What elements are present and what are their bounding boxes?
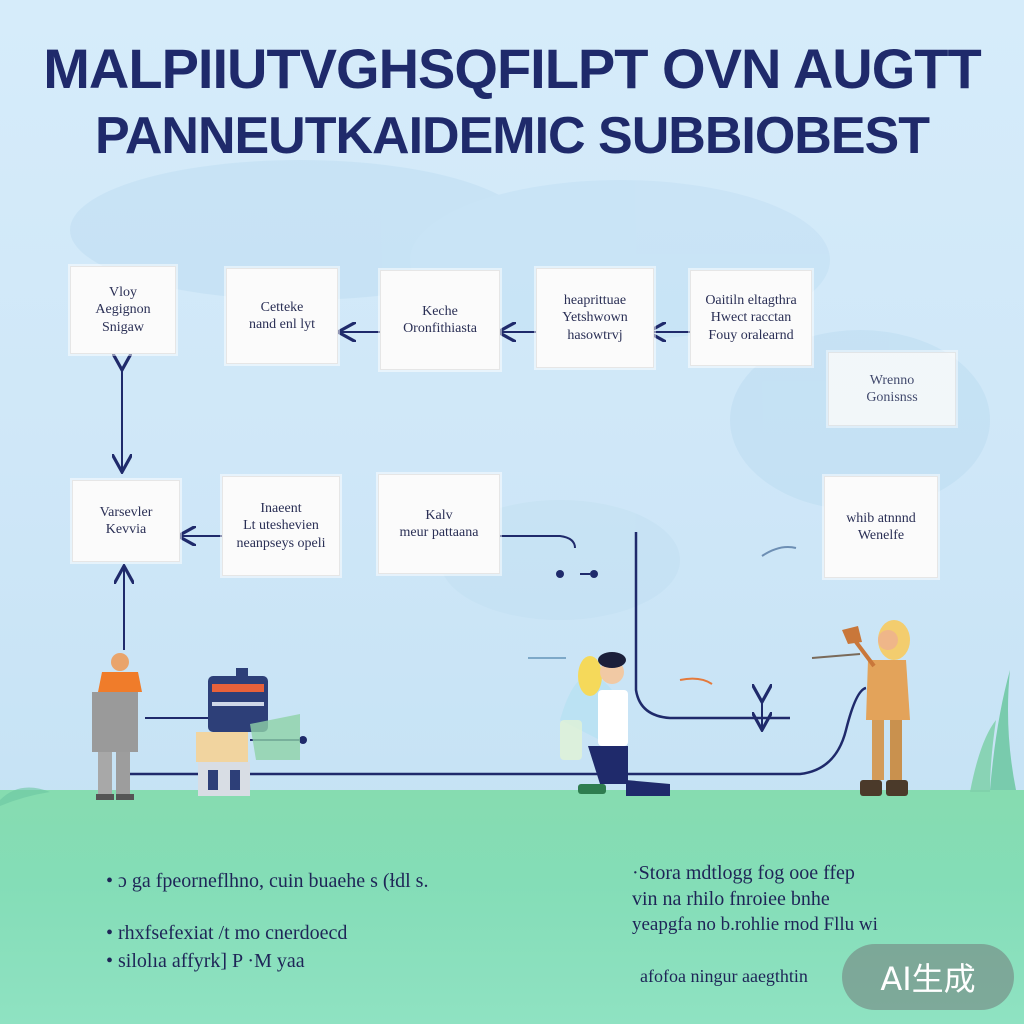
node-text: Kevvia [105, 522, 147, 537]
node-text: Yetshwown [562, 310, 628, 326]
ai-generated-badge: AI生成 [842, 944, 1014, 1010]
node-text: Wenelfe [857, 528, 905, 543]
node-mid-2: Inaeent Lt uteshevien neanpseys opeli [222, 476, 340, 576]
faint-curve [761, 546, 797, 557]
node-text: whib atnnnd [846, 510, 916, 526]
node-text: Keche [422, 303, 458, 319]
node-text: hasowtrvj [567, 327, 623, 343]
node-top-1: Vloy Aegignon Snigaw [70, 266, 176, 354]
node-text: nand enl lyt [248, 317, 316, 332]
bullet-right-1: ·Stora mdtlogg fog ooe ffep [632, 862, 855, 884]
node-top-3: Keche Oronfithiasta [380, 270, 500, 370]
machine-equipment [196, 668, 300, 796]
bullet-left-3: • silolıa affyrk] P ·M yaa [106, 950, 305, 972]
ground-connector-line [130, 686, 867, 776]
node-mid-4: whib atnnnd Wenelfe [824, 476, 938, 578]
node-text: Oaitiln eltagthra [705, 292, 797, 308]
node-text: Gonisnss [866, 390, 918, 405]
junction-dot [299, 736, 307, 744]
node-text: heaprittuae [563, 292, 627, 308]
dot-a [556, 570, 564, 578]
bullet-right-4: afofoa ningur aaegthtin [640, 966, 808, 986]
diagram-title-line-2: PANNEUTKAIDEMIC SUBBIOBEST [95, 107, 930, 165]
bullet-right-2: vin na rhilo fnroiee bnhe [632, 888, 830, 910]
node-top-5: Oaitiln eltagthra Hwect racctan Fouy ora… [690, 270, 812, 366]
bullet-left-1: • ɔ ga fpeorneflhno, cuin buaehe s (ɫdl … [106, 870, 429, 892]
worker-centre-figure [560, 652, 670, 796]
node-text: Fouy oralearnd [708, 327, 794, 343]
node-text: Inaeent [260, 500, 302, 516]
plant-right [970, 670, 1016, 792]
node-text: neanpseys opeli [236, 535, 326, 551]
node-text: Aegignon [95, 302, 151, 318]
node-text: Wrenno [869, 372, 915, 388]
node-text: Vloy [109, 284, 137, 300]
node-mid-1: Varsevler Kevvia [72, 480, 180, 562]
node-text: Varsevler [99, 504, 153, 520]
dot-b [590, 570, 598, 578]
node-text: Lt uteshevien [243, 518, 319, 534]
faint-arrow-2 [811, 653, 861, 659]
bullet-left-2: • rhxfsefexiat /t mo cnerdoecd [106, 922, 348, 944]
node-text: meur pattaana [399, 525, 479, 540]
node-text: Oronfithiasta [403, 321, 477, 336]
bullet-right-3: yeapgfa no b.rohlie rnod Fllu wi [632, 914, 878, 935]
worker-right-figure [842, 620, 910, 796]
node-text: Snigaw [102, 319, 144, 335]
centre-conduit-loop [679, 677, 713, 685]
node-text: Kalv [425, 507, 453, 523]
plant-left [0, 787, 50, 806]
centre-conduit [634, 532, 790, 720]
node-text: Hwect racctan [710, 310, 792, 326]
node-side-right: Wrenno Gonisnss [828, 352, 956, 426]
node-top-4: heaprittuae Yetshwown hasowtrvj [536, 268, 654, 368]
worker-left-figure [92, 653, 142, 800]
connector-mid3-out [500, 535, 576, 549]
diagram-title-line-1: MALPIIUTVGHSQFILPT OVN AUGTT [43, 37, 981, 100]
node-text: Cetteke [260, 299, 304, 315]
node-top-2: Cetteke nand enl lyt [226, 268, 338, 364]
node-mid-3: Kalv meur pattaana [378, 474, 500, 574]
